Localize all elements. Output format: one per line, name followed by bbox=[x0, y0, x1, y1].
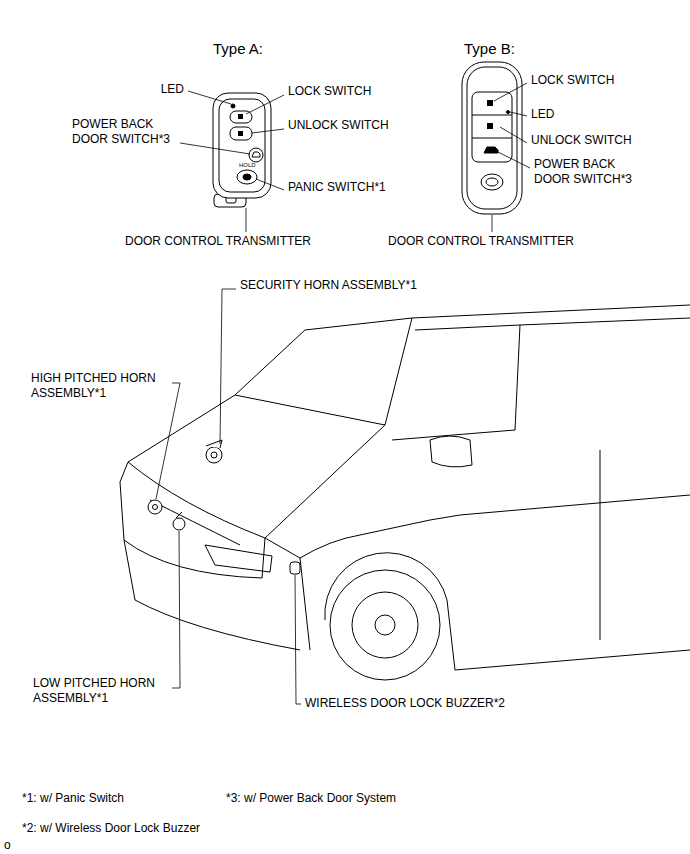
type-heading: Type A: bbox=[213, 40, 263, 59]
part-label: POWER BACK DOOR SWITCH*3 bbox=[72, 117, 178, 147]
page-mark: o bbox=[4, 838, 11, 853]
key-fob-a bbox=[213, 93, 271, 207]
horn-symbols bbox=[148, 440, 300, 574]
part-label: UNLOCK SWITCH bbox=[531, 133, 632, 148]
part-label: PANIC SWITCH*1 bbox=[288, 180, 386, 195]
part-label: WIRELESS DOOR LOCK BUZZER*2 bbox=[305, 696, 505, 711]
type-heading: Type B: bbox=[464, 40, 515, 59]
key-fob-b bbox=[462, 62, 522, 214]
footnote: *1: w/ Panic Switch bbox=[22, 791, 124, 806]
part-label: HIGH PITCHED HORN ASSEMBLY*1 bbox=[31, 371, 173, 401]
part-label: SECURITY HORN ASSEMBLY*1 bbox=[240, 278, 417, 293]
part-label: POWER BACK DOOR SWITCH*3 bbox=[534, 157, 640, 187]
part-label: LED bbox=[531, 107, 554, 122]
part-label: DOOR CONTROL TRANSMITTER bbox=[388, 234, 574, 249]
part-label: DOOR CONTROL TRANSMITTER bbox=[125, 234, 311, 249]
part-label: UNLOCK SWITCH bbox=[288, 118, 389, 133]
vehicle bbox=[120, 305, 690, 680]
footnote: *2: w/ Wireless Door Lock Buzzer bbox=[22, 821, 200, 836]
leader-lines bbox=[156, 83, 530, 704]
footnote: *3: w/ Power Back Door System bbox=[226, 791, 396, 806]
part-label: LED bbox=[161, 82, 184, 97]
button-text: HOLD bbox=[239, 162, 256, 170]
part-label: LOW PITCHED HORN ASSEMBLY*1 bbox=[33, 676, 173, 706]
part-label: LOCK SWITCH bbox=[531, 73, 614, 88]
part-label: LOCK SWITCH bbox=[288, 84, 371, 99]
